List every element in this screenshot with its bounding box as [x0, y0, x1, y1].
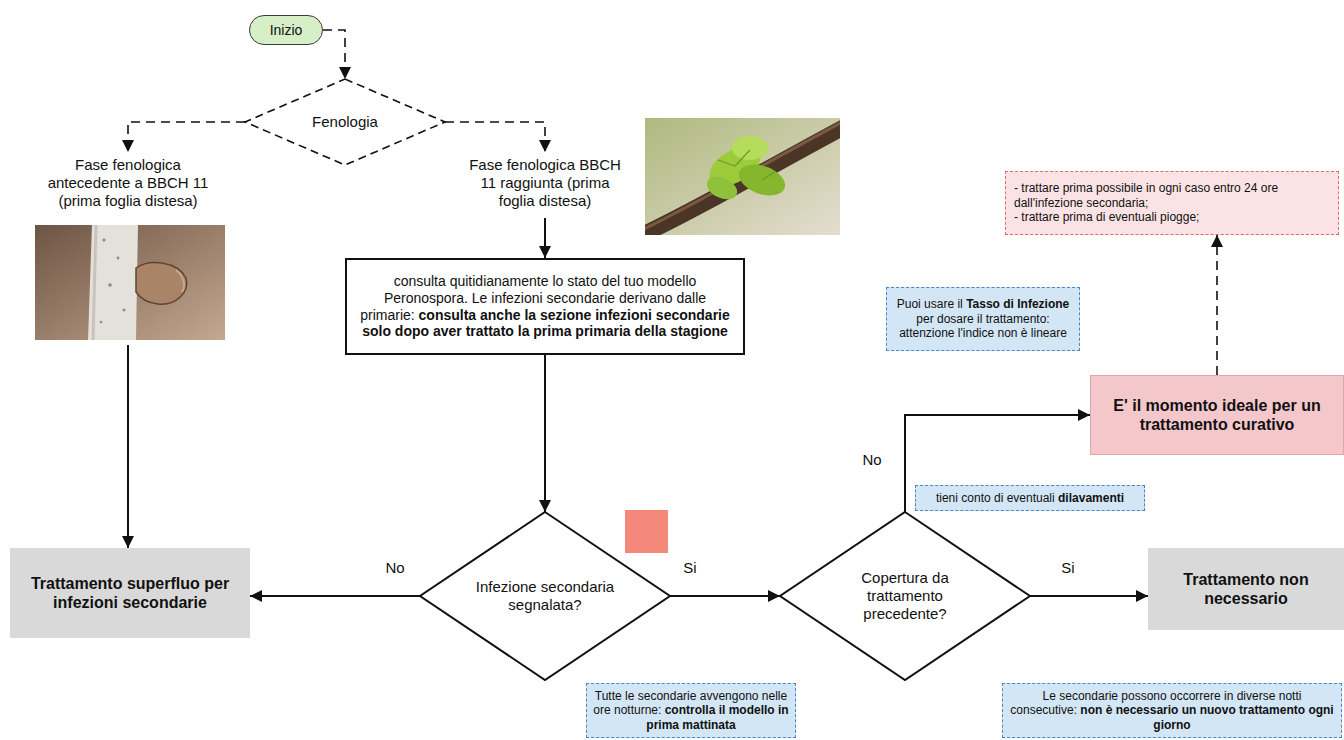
connector: [445, 122, 545, 152]
node-text: per dosare il trattamento: attenzione l'…: [899, 312, 1067, 340]
bud: [136, 263, 187, 305]
cane-spot: [117, 257, 120, 260]
node-text: Tasso di Infezione: [966, 297, 1069, 311]
action-box: E' il momento ideale per un trattamento …: [1090, 375, 1344, 455]
connector: [128, 122, 245, 152]
cane-shade: [93, 225, 96, 340]
leaf-vein: [718, 150, 775, 180]
node-text: Fase fenologica antecedente a BBCH 11 (p…: [48, 156, 209, 209]
leaf: [703, 172, 740, 204]
text-block: Puoi usare il Tasso di Infezione per dos…: [893, 297, 1073, 340]
cane-spot: [100, 321, 103, 324]
edge-label: No: [860, 451, 883, 469]
bud-highlight: [176, 270, 184, 292]
node-text: Trattamento non necessario: [1183, 571, 1308, 607]
node-text: - trattare prima possibile in ogni caso …: [1014, 181, 1330, 210]
terminal-box: Trattamento non necessario: [1148, 548, 1344, 630]
cane-spot: [123, 309, 126, 312]
node-text: Fase fenologica BBCH 11 raggiunta (prima…: [469, 156, 621, 209]
diamond-shape: [780, 512, 1030, 680]
node-text: Trattamento superfluo per infezioni seco…: [31, 575, 229, 611]
cane: [88, 225, 138, 340]
connector: [670, 595, 780, 597]
leaf: [732, 136, 768, 160]
node-text: Inizio: [270, 22, 303, 38]
terminal-box: Trattamento superfluo per infezioni seco…: [10, 548, 250, 638]
note-box: - trattare prima possibile in ogni caso …: [1005, 171, 1339, 235]
cane-spot: [108, 283, 112, 287]
tip-note: Le secondarie possono occorrere in diver…: [1002, 683, 1342, 738]
text-block: Trattamento non necessario: [1160, 570, 1332, 608]
decision-diamond: Infezione secondaria segnalata?: [420, 512, 670, 680]
node-text: non è necessario un nuovo trattamento og…: [1080, 703, 1333, 731]
text-block: E' il momento ideale per un trattamento …: [1103, 396, 1331, 434]
photo-background: [35, 225, 225, 340]
tip-note: tieni conto di eventuali dilavamenti: [915, 485, 1145, 511]
node-text: consulta anche la sezione infezioni seco…: [362, 307, 730, 340]
branch-label: Fase fenologica BBCH 11 raggiunta (prima…: [450, 152, 640, 218]
node-text: Infezione secondaria segnalata?: [476, 578, 614, 613]
text-block: Tutte le secondarie avvengono nelle ore …: [593, 689, 789, 732]
diamond-shape: [420, 512, 670, 680]
branch-label: Fase fenologica antecedente a BBCH 11 (p…: [28, 152, 228, 345]
marker-square: [625, 510, 668, 553]
connector: [544, 218, 546, 258]
decision-diamond: Fenologia: [245, 79, 445, 165]
cane-spot: [102, 238, 105, 241]
text-block: Fase fenologica antecedente a BBCH 11 (p…: [42, 156, 214, 210]
node-text: Copertura da trattamento precedente?: [861, 569, 949, 622]
decision-diamond: Copertura da trattamento precedente?: [780, 512, 1030, 680]
tip-note: Tutte le secondarie avvengono nelle ore …: [586, 683, 796, 738]
text-block: tieni conto di eventuali dilavamenti: [922, 491, 1138, 505]
text-block: Fase fenologica BBCH 11 raggiunta (prima…: [463, 156, 628, 210]
node-text: dilavamenti: [1058, 491, 1124, 505]
node-text: E' il momento ideale per un trattamento …: [1113, 397, 1320, 433]
text-block: Fenologia: [290, 113, 400, 131]
cane: [645, 126, 840, 235]
text-block: Inizio: [254, 22, 318, 39]
text-block: Copertura da trattamento precedente?: [843, 569, 968, 623]
node-text: Puoi usare il: [897, 297, 963, 311]
text-block: - trattare prima possibile in ogni caso …: [1014, 181, 1330, 224]
tip-note: Puoi usare il Tasso di Infezione per dos…: [886, 287, 1080, 351]
node-text: Fenologia: [312, 113, 378, 130]
edge-label: No: [383, 559, 406, 577]
connector: [127, 345, 129, 548]
text-block: Le secondarie possono occorrere in diver…: [1009, 689, 1335, 732]
node-text: controlla il modello in prima mattinata: [646, 703, 788, 731]
start-terminal: Inizio: [249, 15, 323, 45]
node-text: tieni conto di eventuali: [936, 491, 1055, 505]
connector: [1030, 595, 1148, 597]
budbreak-photo: [645, 118, 840, 235]
text-block: Infezione secondaria segnalata?: [470, 578, 620, 614]
edge-label: Si: [681, 559, 698, 577]
process-box: consulta quitidianamente lo stato del tu…: [345, 258, 745, 355]
connector: [250, 595, 420, 597]
text-block: Trattamento superfluo per infezioni seco…: [22, 574, 238, 612]
diamond-shape: [245, 79, 445, 165]
cane-highlight: [645, 120, 840, 230]
connector: [1216, 235, 1218, 375]
node-text: - trattare prima di eventuali piogge;: [1014, 210, 1330, 224]
connector: [544, 355, 546, 512]
dormant-bud-photo: [35, 225, 225, 340]
edge-label: Si: [1059, 559, 1076, 577]
text-block: consulta quitidianamente lo stato del tu…: [357, 273, 733, 340]
connector: [323, 30, 345, 79]
